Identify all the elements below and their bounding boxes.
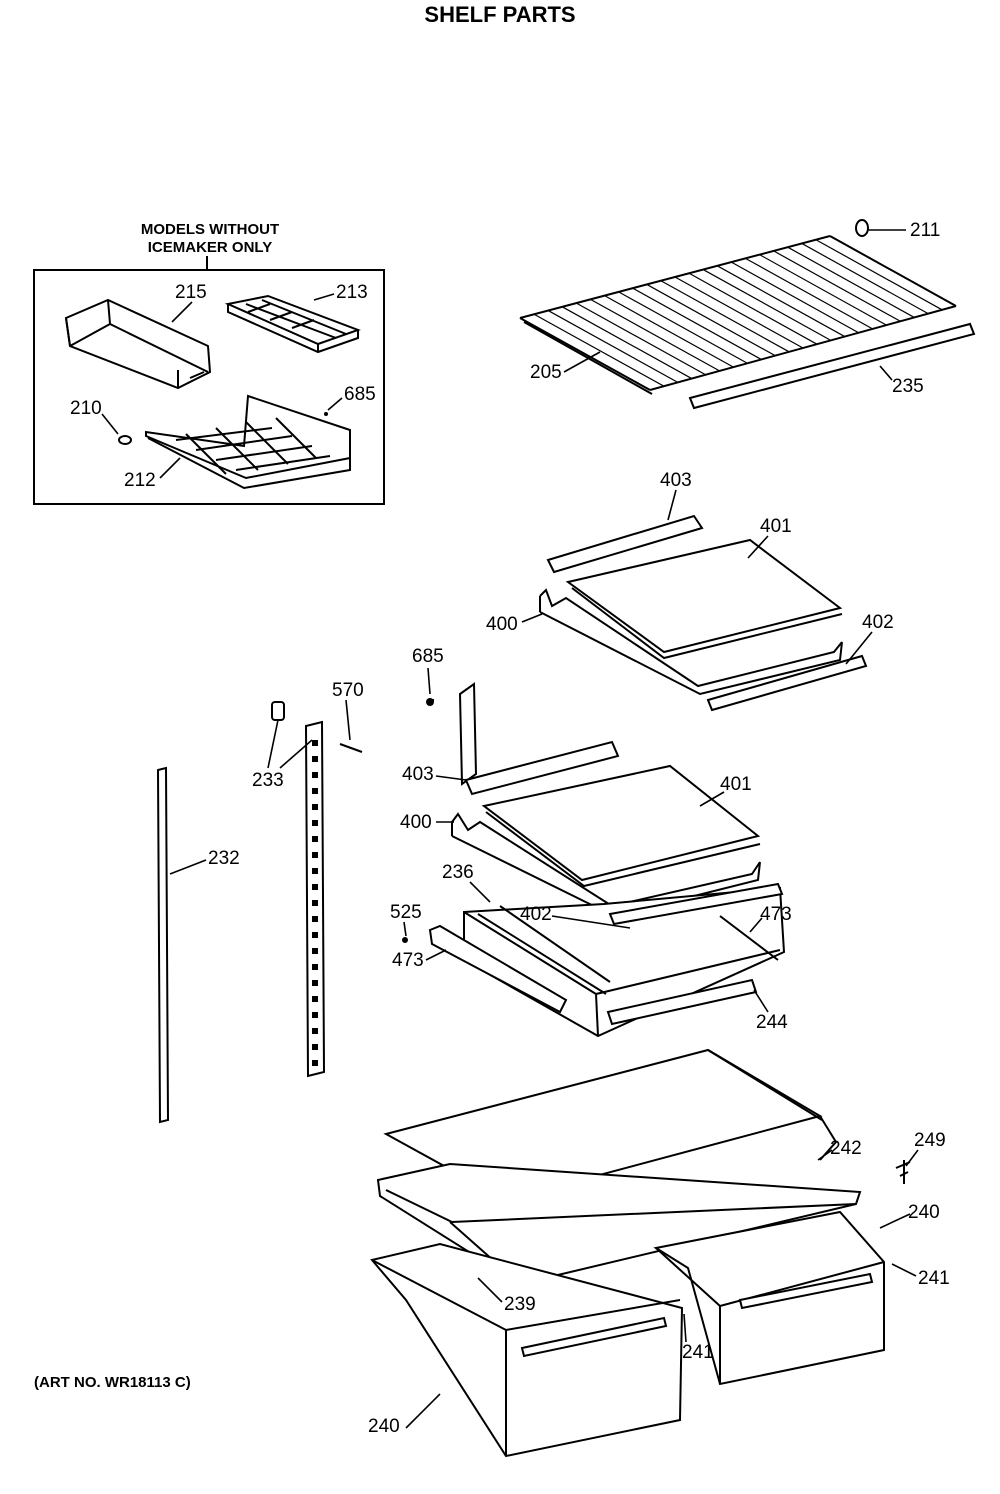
shelf-wire [576, 302, 706, 376]
inset-header-line2: ICEMAKER ONLY [148, 239, 272, 256]
label-211: 211 [910, 220, 940, 241]
shelf-wire [759, 254, 887, 326]
label-400-upper: 400 [486, 614, 518, 635]
wire-shelf-part: 211 205 235 [519, 219, 976, 410]
ice-tray-part [224, 294, 361, 354]
ice-bucket-part [64, 298, 212, 390]
shelf-wire [716, 265, 846, 338]
shelf-wire [787, 246, 915, 318]
shelf-wire [660, 280, 790, 353]
label-570: 570 [332, 680, 364, 701]
shelf-wire [561, 306, 693, 380]
ladder-slot [312, 980, 318, 986]
ladder-slot [312, 772, 318, 778]
ladder-slot [312, 996, 318, 1002]
upper-glass-shelf: 403 401 400 402 [486, 470, 894, 712]
label-403-upper: 403 [660, 470, 692, 491]
label-232: 232 [208, 848, 240, 869]
ladder-slot [312, 804, 318, 810]
bracket [458, 682, 478, 786]
label-215: 215 [175, 282, 207, 303]
shelf-wire [702, 269, 832, 341]
label-249: 249 [914, 1130, 946, 1151]
label-236: 236 [442, 862, 474, 883]
label-235: 235 [892, 376, 924, 397]
shelf-wire [618, 291, 748, 364]
shelf-wire [547, 310, 679, 383]
icemaker-inset: MODELS WITHOUT ICEMAKER ONLY 215 213 [33, 221, 385, 505]
inset-header-line1: MODELS WITHOUT [141, 221, 279, 238]
label-473-right: 473 [760, 904, 792, 925]
ladder-slot [312, 884, 318, 890]
label-213: 213 [336, 282, 368, 303]
inset-frame [33, 269, 385, 505]
shelf-wire [731, 261, 859, 334]
ladder-slot [312, 788, 318, 794]
label-241-left: 241 [682, 1342, 714, 1363]
shelf-wire [801, 242, 929, 315]
label-401-upper: 401 [760, 516, 792, 537]
page-title: SHELF PARTS [424, 2, 576, 27]
label-205: 205 [530, 362, 562, 383]
shelf-trim-403-lower [464, 740, 620, 796]
label-401-lower: 401 [720, 774, 752, 795]
label-473-left: 473 [392, 950, 424, 971]
shelf-wire [745, 257, 873, 330]
shelf-trim-402-upper [706, 654, 868, 712]
ladder-slot [312, 1028, 318, 1034]
ladder-slot [312, 868, 318, 874]
ladder-slot [312, 916, 318, 922]
meat-pan-assembly: 236 525 402 473 473 244 [390, 862, 792, 1038]
label-233: 233 [252, 770, 284, 791]
label-239: 239 [504, 1294, 536, 1315]
ladder-rail [304, 720, 326, 1078]
ladder-slot [312, 852, 318, 858]
shelf-wire [688, 272, 818, 345]
ladder-slot [312, 932, 318, 938]
crisper-assembly: 242 249 240 241 239 241 240 [368, 1048, 950, 1458]
label-244: 244 [756, 1012, 788, 1033]
shelf-trim-403-upper [546, 514, 704, 574]
art-number-note: (ART NO. WR18113 C) [34, 1374, 191, 1391]
ladder-slot [312, 836, 318, 842]
label-402-lower: 402 [520, 904, 552, 925]
ice-rack-part [145, 394, 351, 490]
rail-232 [156, 766, 170, 1124]
glass-401-lower [481, 764, 761, 882]
label-685-inset: 685 [344, 384, 376, 405]
ladder-slot [312, 820, 318, 826]
ladder-slot [312, 1060, 318, 1066]
ladder-slot [312, 756, 318, 762]
ladder-slot [312, 1044, 318, 1050]
ladder-slot [312, 1012, 318, 1018]
clip-233 [271, 701, 285, 721]
ladder-slot [312, 964, 318, 970]
shelf-wire [674, 276, 804, 349]
glass-401-upper [565, 538, 843, 654]
label-240-right: 240 [908, 1202, 940, 1223]
label-400-lower: 400 [400, 812, 432, 833]
shelf-wire [604, 295, 734, 368]
ladder-slot [312, 900, 318, 906]
lower-glass-shelf: 403 401 400 [400, 740, 761, 918]
shelf-rails: 233 232 570 685 [156, 646, 478, 1124]
label-402-upper: 402 [862, 612, 894, 633]
shelf-wire [590, 298, 720, 372]
label-241-right: 241 [918, 1268, 950, 1289]
label-685-shelf: 685 [412, 646, 444, 667]
shelf-wire [632, 287, 762, 360]
label-210: 210 [70, 398, 102, 419]
ladder-slot [312, 948, 318, 954]
shelf-wire [646, 283, 776, 357]
label-403-lower: 403 [402, 764, 434, 785]
ladder-slot [312, 740, 318, 746]
label-242: 242 [830, 1138, 862, 1159]
shelf-wire [533, 313, 665, 387]
label-525: 525 [390, 902, 422, 923]
label-240-left: 240 [368, 1416, 400, 1437]
shelf-wire [815, 239, 943, 311]
label-212: 212 [124, 470, 156, 491]
shelf-wire [773, 250, 901, 322]
